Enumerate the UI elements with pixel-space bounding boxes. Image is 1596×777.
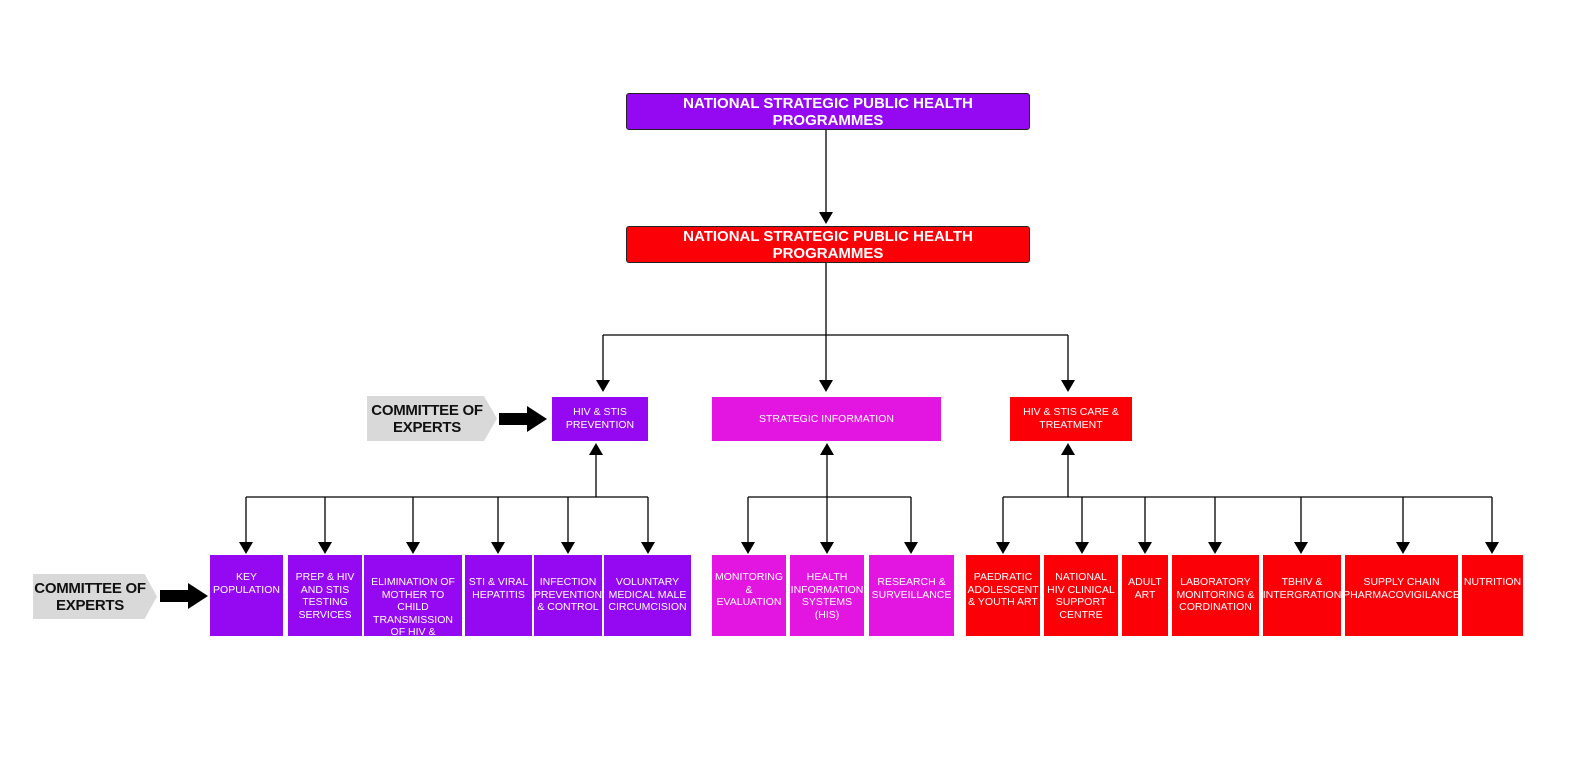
arrowhead-up	[1061, 443, 1075, 455]
leaf-research-surveillance: RESEARCH & SURVEILLANCE	[869, 555, 954, 636]
leaf-infection-prevention-control: INFECTION PREVENTION & CONTROL	[534, 555, 602, 636]
leaf-laboratory-monitoring: LABORATORY MONITORING & CORDINATION	[1172, 555, 1259, 636]
second-title-text: NATIONAL STRATEGIC PUBLIC HEALTH PROGRAM…	[683, 227, 973, 262]
leaf-key-population: KEY POPULATION	[210, 555, 283, 636]
branch-hiv-stis-care-treatment: HIV & STIS CARE & TREATMENT	[1010, 397, 1132, 441]
leaf-tbhiv-integration: TBHIV & INTERGRATION	[1263, 555, 1341, 636]
committee-of-experts-upper: COMMITTEE OF EXPERTS	[367, 396, 497, 441]
branch-strategic-information: STRATEGIC INFORMATION	[712, 397, 941, 441]
arrow-right-icon	[160, 583, 208, 609]
top-programme-title: NATIONAL STRATEGIC PUBLIC HEALTH PROGRAM…	[626, 93, 1030, 130]
arrow-right-icon	[499, 406, 547, 432]
committee-of-experts-lower: COMMITTEE OF EXPERTS	[33, 574, 157, 619]
second-programme-title: NATIONAL STRATEGIC PUBLIC HEALTH PROGRAM…	[626, 226, 1030, 263]
leaf-paediatric-adolescent-youth-art: PAEDRATIC ADOLESCENT & YOUTH ART	[966, 555, 1040, 636]
leaf-vmmc: VOLUNTARY MEDICAL MALE CIRCUMCISION	[604, 555, 691, 636]
leaf-supply-chain-pharmacovigilance: SUPPLY CHAIN PHARMACOVIGILANCE	[1343, 555, 1460, 636]
leaf-adult-art: ADULT ART	[1122, 555, 1168, 636]
branch-hiv-stis-prevention: HIV & STIS PREVENTION	[552, 397, 648, 441]
leaf-emtct-hiv-syphilis: ELIMINATION OF MOTHER TO CHILD TRANSMISS…	[364, 555, 462, 651]
arrowhead-down	[819, 380, 833, 392]
arrowhead-down	[596, 380, 610, 392]
arrowhead-up	[589, 443, 603, 455]
leaf-nutrition: NUTRITION	[1462, 555, 1523, 636]
top-title-text: NATIONAL STRATEGIC PUBLIC HEALTH PROGRAM…	[683, 94, 973, 129]
arrowhead-down	[1061, 380, 1075, 392]
leaf-sti-viral-hepatitis: STI & VIRAL HEPATITIS	[465, 555, 532, 636]
leaf-health-information-systems: HEALTH INFORMATION SYSTEMS (HIS)	[790, 555, 864, 636]
arrowhead-up	[820, 443, 834, 455]
leaf-monitoring-evaluation: MONITORING & EVALUATION	[712, 555, 786, 636]
leaf-prep-hiv-stis-testing: PREP & HIV AND STIS TESTING SERVICES	[288, 555, 362, 636]
arrowhead-down	[819, 212, 833, 224]
leaf-national-hiv-clinical-support: NATIONAL HIV CLINICAL SUPPORT CENTRE	[1044, 555, 1118, 636]
